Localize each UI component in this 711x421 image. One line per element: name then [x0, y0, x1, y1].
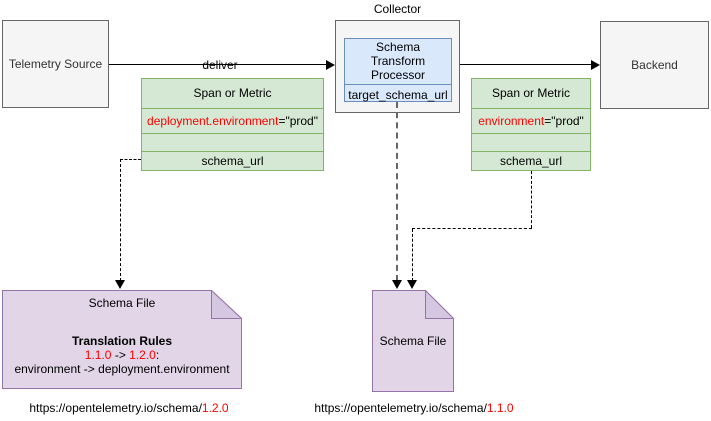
edge-right-schemaurl-arrowhead-icon: [407, 280, 417, 289]
url-right-base: https://opentelemetry.io/schema/: [314, 401, 487, 415]
span-or-metric-left-node: Span or Metric deployment.environment="p…: [141, 78, 324, 171]
edge-left-schemaurl-h: [120, 159, 141, 160]
telemetry-source-label: Telemetry Source: [8, 57, 103, 71]
note-shape-icon: [372, 289, 455, 392]
edge-deliver-line: [109, 64, 327, 65]
span-right-header: Span or Metric: [491, 86, 571, 100]
edge-collector-backend-arrowhead-icon: [591, 60, 600, 70]
schema-file-left-title: Schema File: [88, 296, 156, 310]
url-right-version: 1.1.0: [486, 401, 514, 415]
backend-label: Backend: [631, 58, 678, 72]
rule-colon: :: [155, 348, 160, 362]
version-to: 1.2.0: [129, 348, 156, 362]
edge-target-schemaurl-arrowhead-icon: [392, 280, 402, 289]
edge-right-schemaurl-v2: [412, 229, 413, 281]
translation-rules-mapping: environment -> deployment.environment: [14, 362, 230, 376]
schema-file-middle-node: Schema File: [372, 289, 455, 392]
rule-arrow: ->: [111, 348, 130, 362]
version-from: 1.1.0: [84, 348, 112, 362]
schema-file-middle-title: Schema File: [379, 334, 447, 348]
span-right-empty-row: [472, 133, 590, 151]
edge-right-schemaurl-h: [412, 228, 532, 229]
edge-collector-backend-line: [460, 64, 592, 65]
edge-right-schemaurl-v1: [531, 171, 532, 228]
note-shape-icon: [2, 289, 243, 389]
translation-rules-versions: 1.1.0 -> 1.2.0:: [2, 348, 242, 362]
schema-transform-processor-node: Schema Transform Processor target_schema…: [344, 38, 452, 102]
edge-left-schemaurl-arrowhead-icon: [115, 280, 125, 289]
edge-target-schemaurl-v: [396, 102, 398, 281]
span-right-attr-name: environment: [478, 114, 545, 128]
target-schema-url-field: target_schema_url: [345, 84, 451, 106]
collector-title: Collector: [373, 2, 422, 16]
span-or-metric-right-node: Span or Metric environment="prod" schema…: [471, 78, 591, 171]
span-left-attribute: deployment.environment="prod": [142, 108, 323, 133]
span-left-attr-value: ="prod": [278, 114, 318, 128]
edge-deliver-label: deliver: [202, 58, 238, 72]
schema-url-left-text: https://opentelemetry.io/schema/1.2.0: [6, 401, 252, 415]
span-left-schema-url-field: schema_url: [142, 151, 323, 170]
translation-rules-heading: Translation Rules: [71, 334, 173, 348]
url-left-base: https://opentelemetry.io/schema/: [29, 401, 202, 415]
telemetry-source-node: Telemetry Source: [2, 20, 109, 108]
span-left-empty-row: [142, 133, 323, 151]
edge-left-schemaurl-v: [120, 159, 121, 281]
span-right-schema-url-field: schema_url: [472, 151, 590, 170]
schema-file-left-node: Schema File Translation Rules 1.1.0 -> 1…: [2, 289, 243, 389]
schema-url-right-text: https://opentelemetry.io/schema/1.1.0: [291, 401, 537, 415]
edge-deliver-arrowhead-icon: [326, 60, 335, 70]
span-left-attr-name: deployment.environment: [147, 114, 279, 128]
span-right-attribute: environment="prod": [472, 108, 590, 133]
span-left-header: Span or Metric: [193, 86, 272, 100]
span-right-attr-value: ="prod": [544, 114, 584, 128]
backend-node: Backend: [600, 21, 709, 109]
schema-transform-processor-label: Schema Transform Processor: [370, 40, 426, 82]
url-left-version: 1.2.0: [201, 401, 229, 415]
